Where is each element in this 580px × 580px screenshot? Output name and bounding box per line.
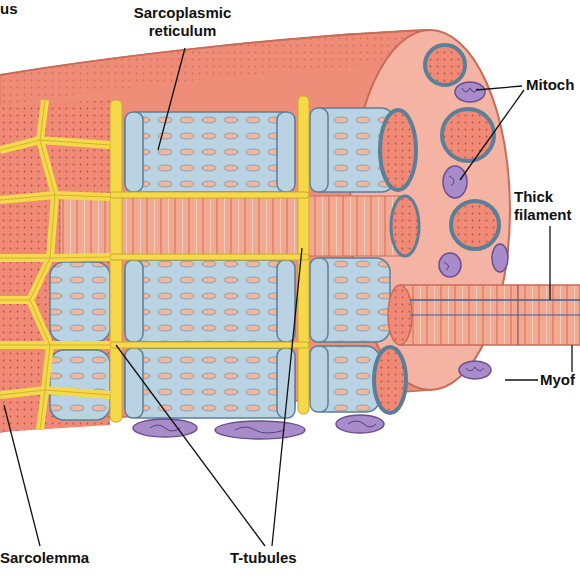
mitochondria-part — [443, 166, 467, 198]
mitochondria-part — [150, 88, 484, 433]
leader-lines-part — [549, 226, 550, 300]
fiber-body — [0, 30, 430, 432]
mitochondria-part — [459, 361, 491, 379]
sarcoplasmic-reticulum-part — [310, 258, 390, 342]
sarcoplasmic-reticulum-part — [277, 112, 295, 192]
leader-lines-part — [272, 248, 302, 546]
myofibril-ends-part — [374, 347, 406, 413]
myofibril-ends-part — [380, 110, 416, 190]
part-label: Mitoch — [526, 76, 580, 94]
extended-myofibril-part — [410, 299, 580, 301]
part-label: T-tubules — [230, 549, 320, 567]
t-tubule-network-part — [110, 342, 309, 348]
mitochondria-part — [215, 421, 305, 439]
leader-lines-part — [505, 379, 538, 380]
leader-lines — [4, 48, 572, 546]
mitochondria-part — [439, 253, 461, 277]
extended-myofibril-part — [410, 315, 580, 316]
sarcoplasmic-reticulum-part — [125, 348, 143, 418]
sarcoplasmic-reticulum-part — [310, 346, 380, 412]
leader-lines-part — [116, 345, 265, 546]
fiber-body-part — [0, 30, 430, 432]
left-face — [0, 100, 110, 432]
fiber-cross-section-part — [451, 201, 499, 249]
fiber-cross-section-part — [442, 109, 494, 161]
sarcoplasmic-reticulum-part — [310, 108, 328, 192]
myofibril-ends — [374, 110, 416, 413]
extended-myofibril-part — [517, 285, 518, 345]
mitochondria-part — [492, 244, 508, 272]
sarcoplasmic-reticulum — [50, 108, 395, 420]
leader-lines-part — [571, 345, 572, 372]
t-tubule-network-part — [110, 100, 122, 422]
leader-lines-part — [158, 48, 185, 150]
t-tubule-network-part — [0, 100, 110, 430]
mitochondria-part — [336, 415, 384, 433]
part-label: Myof — [540, 371, 580, 389]
sarcoplasmic-reticulum-part — [50, 262, 110, 342]
t-tubule-network-part — [0, 100, 110, 430]
fiber-body-part — [0, 30, 430, 106]
sarcoplasmic-reticulum-part — [310, 346, 328, 412]
sarcoplasmic-reticulum-part — [125, 112, 143, 192]
leader-lines-part — [4, 405, 40, 546]
sarcoplasmic-reticulum-part — [125, 260, 143, 342]
fiber-cross-section-part — [425, 45, 465, 85]
t-tubule-network-part — [110, 192, 309, 198]
leader-lines-part — [460, 90, 524, 180]
extended-myofibril-part — [400, 285, 580, 345]
left-face-part — [0, 100, 110, 432]
sarcoplasmic-reticulum-part — [277, 260, 295, 342]
mitochondria — [133, 82, 508, 439]
t-tubule-network — [0, 96, 309, 430]
t-tubule-network-part — [110, 254, 309, 260]
mitochondria-part — [455, 82, 485, 102]
sarcoplasmic-reticulum-part — [125, 260, 295, 342]
part-label: Sarcoplasmic reticulum — [105, 4, 260, 40]
exposed-myofibril-part — [391, 196, 419, 256]
part-label: Thick filament — [514, 188, 580, 224]
leader-lines-part — [476, 86, 522, 90]
extended-myofibril — [388, 285, 580, 345]
sarcoplasmic-reticulum-part — [125, 348, 295, 418]
sarcoplasmic-reticulum-part — [50, 350, 110, 420]
part-label: us — [0, 0, 40, 18]
sarcoplasmic-reticulum-part — [125, 112, 295, 192]
extended-myofibril-part — [388, 285, 412, 345]
part-label: Sarcolemma — [0, 549, 110, 567]
sarcoplasmic-reticulum-part — [310, 258, 328, 342]
